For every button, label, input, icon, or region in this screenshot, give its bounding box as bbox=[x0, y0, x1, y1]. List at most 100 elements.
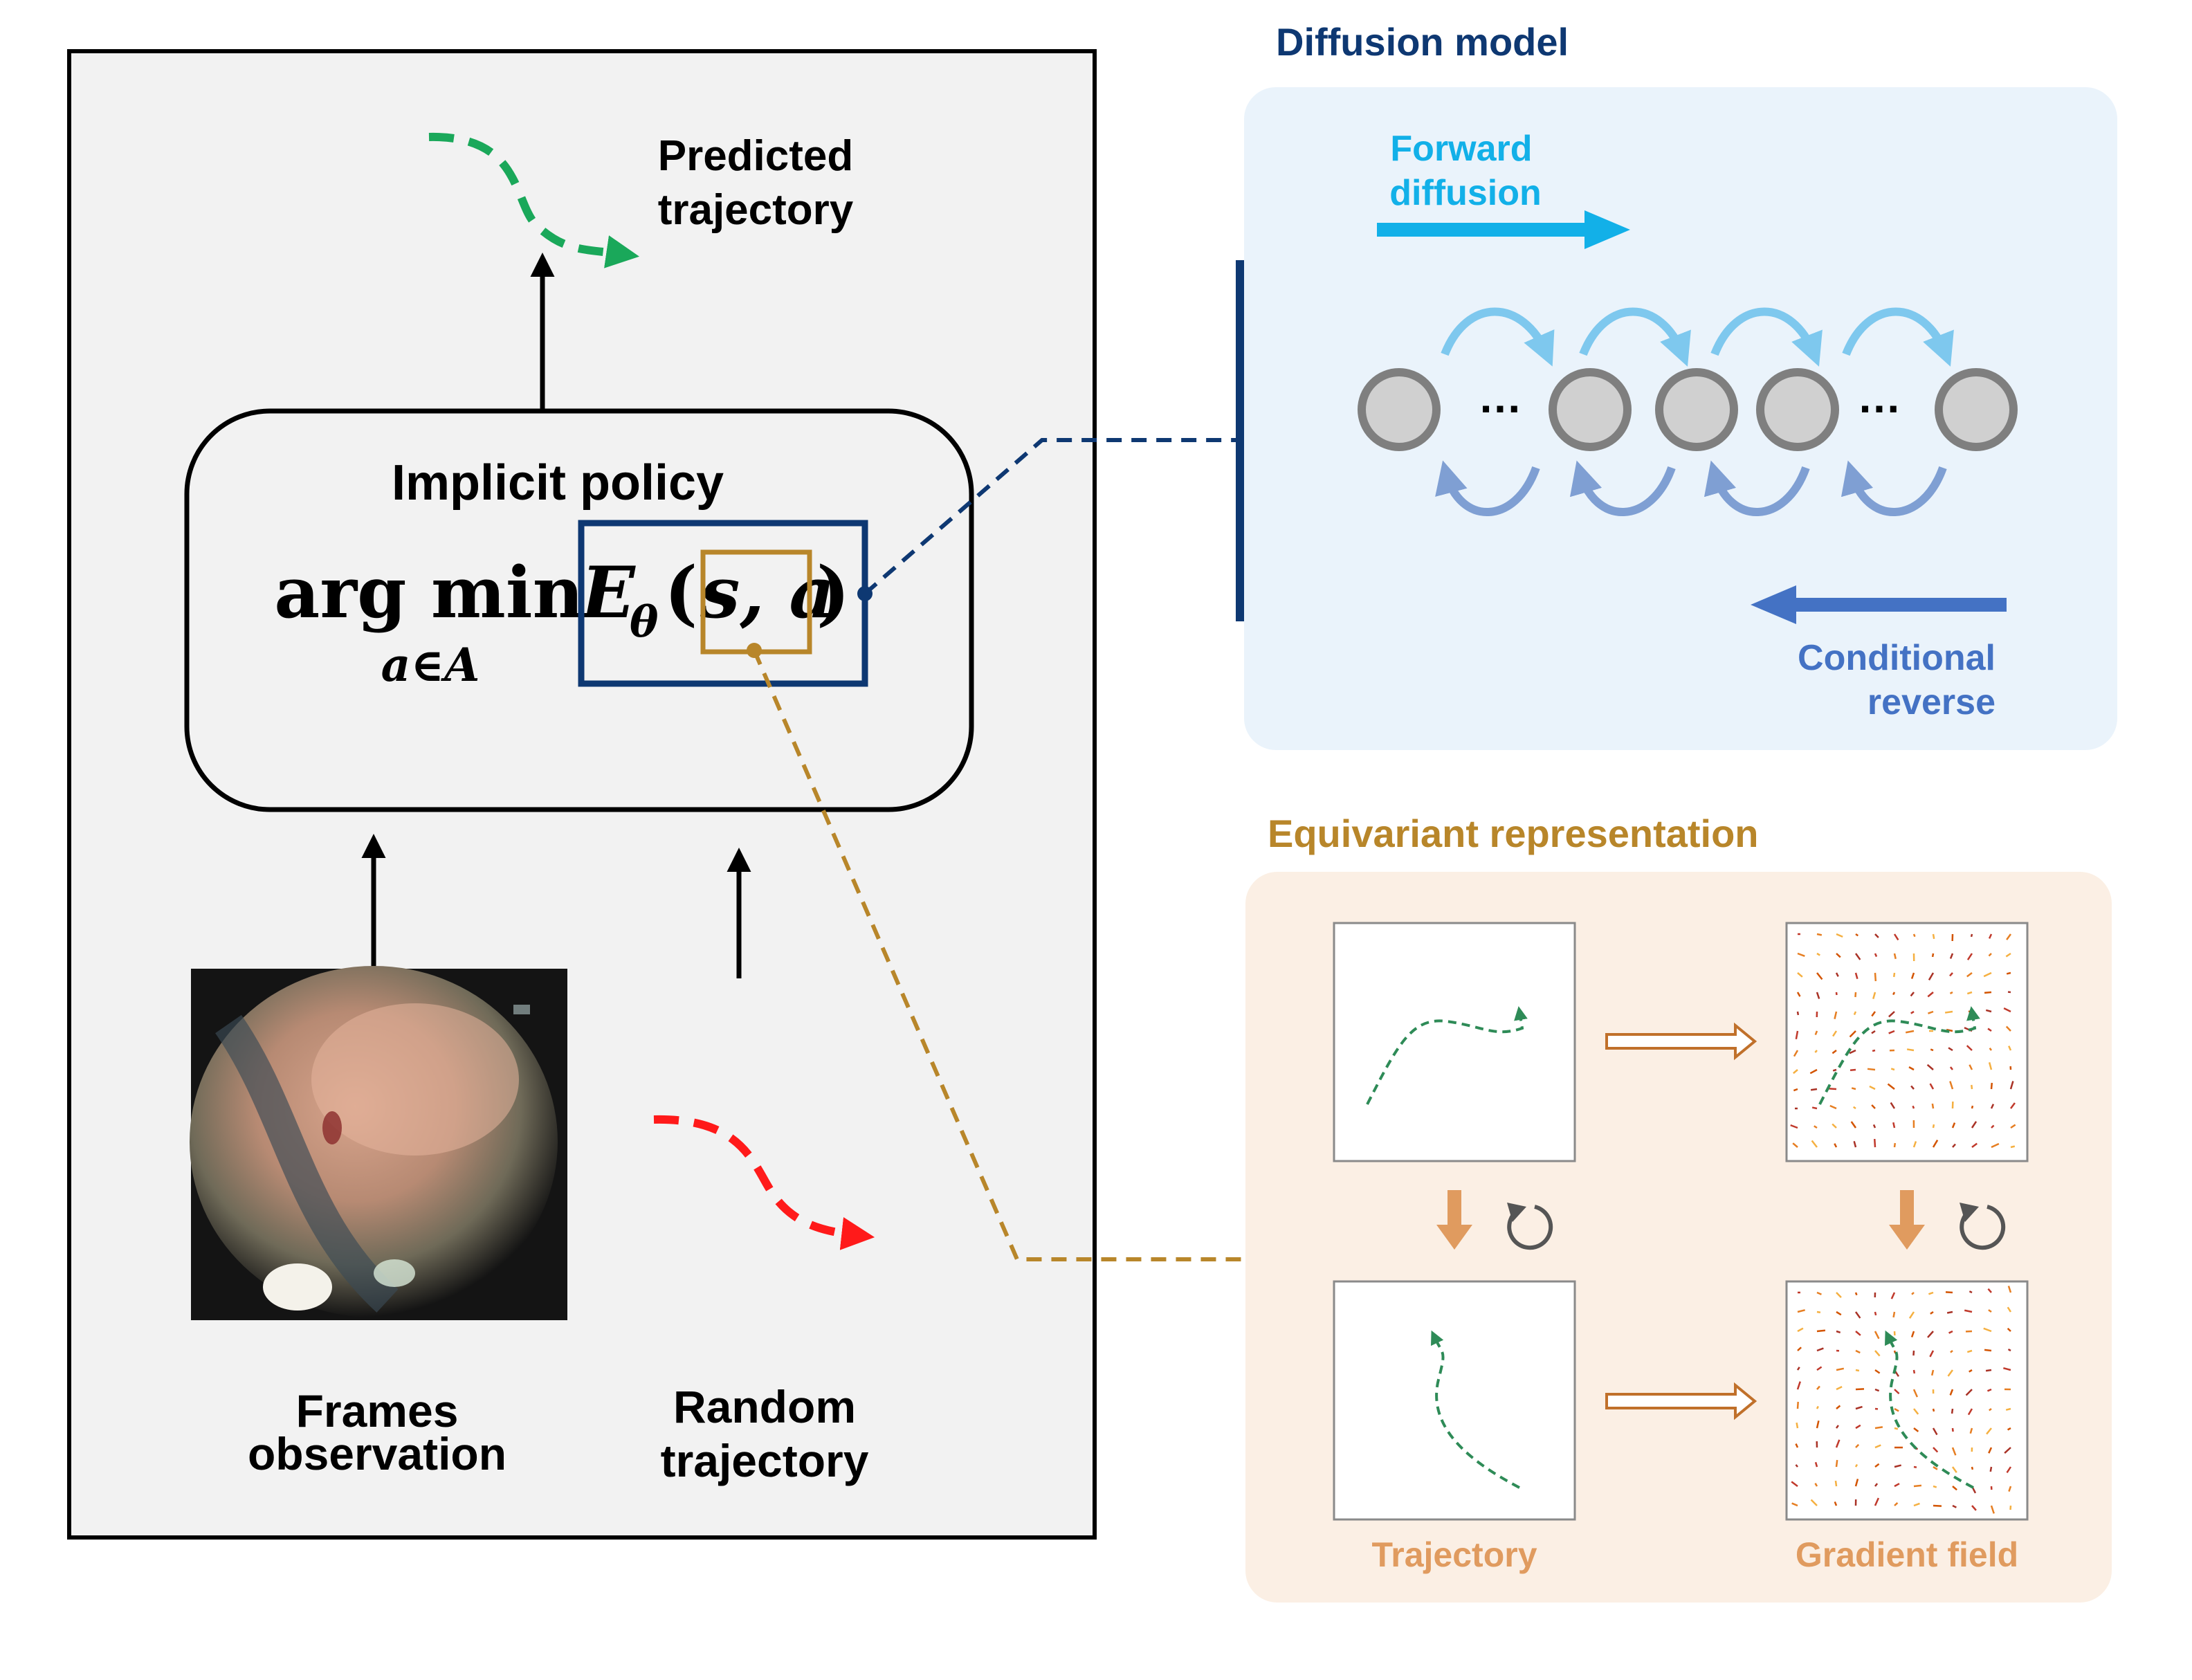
formula-args: s, a bbox=[700, 551, 835, 634]
gradient-vector bbox=[1814, 1030, 1818, 1036]
rotate-icon-right bbox=[1960, 1203, 2006, 1250]
gradient-vector bbox=[1791, 1502, 1798, 1507]
gradient-vector bbox=[1893, 953, 1897, 960]
gradient-vector bbox=[1855, 1424, 1861, 1430]
gradient-vector bbox=[1910, 992, 1915, 997]
gradient-vector bbox=[1867, 1068, 1876, 1071]
gradient-vector bbox=[1949, 1066, 1953, 1070]
gradient-vector bbox=[2006, 971, 2011, 975]
gradient-vector bbox=[1836, 1367, 1845, 1371]
gradient-vector bbox=[1933, 1485, 1937, 1488]
gradient-vector bbox=[1869, 1085, 1876, 1090]
gradient-vector bbox=[1912, 1105, 1915, 1109]
gradient-vector bbox=[1836, 953, 1841, 958]
gradient-vector bbox=[1930, 1369, 1935, 1376]
diffusion-node-1 bbox=[1358, 368, 1441, 451]
gradient-vector bbox=[2010, 1124, 2016, 1129]
gradient-vector bbox=[1990, 1082, 1993, 1090]
reverse-step-arrow-4 bbox=[1841, 460, 1947, 516]
gradient-vector bbox=[1986, 1427, 1992, 1435]
gradient-vector bbox=[1816, 992, 1820, 999]
gradient-vector bbox=[1989, 1407, 1992, 1412]
gradient-vector bbox=[1932, 1140, 1939, 1148]
gradient-vector bbox=[1793, 1069, 1798, 1075]
gradient-vector bbox=[1929, 1083, 1935, 1090]
diffusion-ellipsis-2: … bbox=[1857, 372, 1901, 422]
gradient-vector bbox=[2007, 1427, 2011, 1431]
gradient-vector bbox=[1913, 1427, 1919, 1432]
gradient-vector bbox=[2007, 1327, 2011, 1332]
gradient-vector bbox=[1966, 1349, 1973, 1353]
gradient-vector bbox=[2005, 1025, 2011, 1032]
gradient-field-box-original bbox=[1785, 922, 2029, 1162]
gradient-vector bbox=[1835, 1459, 1838, 1468]
gradient-vector bbox=[1874, 1444, 1881, 1449]
gradient-vector bbox=[1894, 1427, 1899, 1430]
gradient-vector bbox=[1816, 1385, 1820, 1390]
gradient-vector bbox=[1988, 1447, 1993, 1454]
reverse-step-arrow-1 bbox=[1435, 460, 1540, 516]
gradient-vector bbox=[1964, 1309, 1973, 1313]
formula-subscript: a∈A bbox=[381, 638, 480, 692]
gradient-vector bbox=[1797, 972, 1803, 978]
random-label-line2: trajectory bbox=[661, 1435, 869, 1486]
gradient-vector bbox=[1835, 1425, 1839, 1429]
gradient-vector bbox=[1991, 1142, 2000, 1149]
gradient-vector bbox=[1951, 1447, 1957, 1456]
gradient-vector bbox=[1849, 1030, 1856, 1038]
gradient-vector bbox=[2006, 933, 2012, 940]
gradient-vector bbox=[1836, 1405, 1841, 1409]
gradient-vector bbox=[1910, 972, 1915, 979]
gradient-vector bbox=[1946, 1028, 1953, 1032]
diffusion-node-2 bbox=[1549, 368, 1632, 451]
gradient-vector bbox=[1894, 1407, 1899, 1412]
gradient-vector bbox=[1816, 933, 1823, 936]
diffusion-connector bbox=[864, 438, 1241, 596]
gradient-vector bbox=[1832, 1123, 1837, 1129]
gradient-vector bbox=[1855, 1369, 1860, 1372]
gradient-vector bbox=[1912, 1369, 1916, 1374]
gradient-vector bbox=[1854, 992, 1857, 998]
gradient-vector bbox=[1969, 1427, 1973, 1434]
gradient-vector bbox=[1816, 1291, 1822, 1295]
gradient-vector bbox=[1835, 1439, 1841, 1448]
gradient-vector bbox=[1971, 1142, 1978, 1149]
gradient-vector bbox=[1795, 1030, 1799, 1040]
gradient-vector bbox=[2003, 1007, 2011, 1013]
diffusion-ellipsis-1: … bbox=[1478, 372, 1522, 422]
gradient-vector bbox=[1836, 1311, 1842, 1316]
gradient-vector bbox=[1949, 972, 1953, 977]
forward-step-arrow-1 bbox=[1441, 307, 1555, 367]
gradient-vector bbox=[1908, 1311, 1915, 1319]
gradient-vector bbox=[1816, 952, 1820, 956]
gradient-vector bbox=[1966, 1045, 1973, 1051]
gradient-vector bbox=[1928, 1291, 1934, 1295]
trajectory-box-rotated bbox=[1333, 1280, 1576, 1521]
gradient-vector bbox=[1947, 1369, 1954, 1377]
gradient-vector bbox=[1913, 1502, 1920, 1507]
gradient-vector bbox=[1912, 933, 1916, 938]
formula-energy-sub: θ bbox=[630, 596, 659, 647]
gradient-vector bbox=[1796, 1381, 1801, 1390]
gradient-vector bbox=[1874, 1463, 1880, 1468]
gradient-vector bbox=[1829, 1104, 1837, 1110]
gradient-vector bbox=[1849, 1049, 1856, 1054]
gradient-vector bbox=[1990, 1505, 1995, 1514]
gradient-vector bbox=[1836, 933, 1843, 938]
diffusion-node-4 bbox=[1756, 368, 1839, 451]
forward-label-line2: diffusion bbox=[1389, 173, 1542, 213]
gradient-vector bbox=[1948, 1047, 1953, 1052]
reverse-label-line2: reverse bbox=[1867, 682, 1995, 722]
gradient-vector bbox=[1985, 1009, 1992, 1013]
gradient-vector bbox=[1969, 1369, 1973, 1373]
gradient-vector bbox=[1984, 991, 1992, 994]
gradient-vector bbox=[1795, 1443, 1799, 1448]
gradient-vector bbox=[1927, 1331, 1934, 1338]
trajectory-curve-original bbox=[1366, 1006, 1528, 1105]
gradient-vector bbox=[1827, 1088, 1837, 1090]
gradient-vector bbox=[1890, 1068, 1895, 1071]
gradient-vector bbox=[1874, 933, 1879, 938]
forward-step-arrow-4 bbox=[1842, 307, 1954, 367]
gradient-vector bbox=[1790, 1124, 1798, 1129]
gradient-vector bbox=[1944, 1010, 1953, 1014]
